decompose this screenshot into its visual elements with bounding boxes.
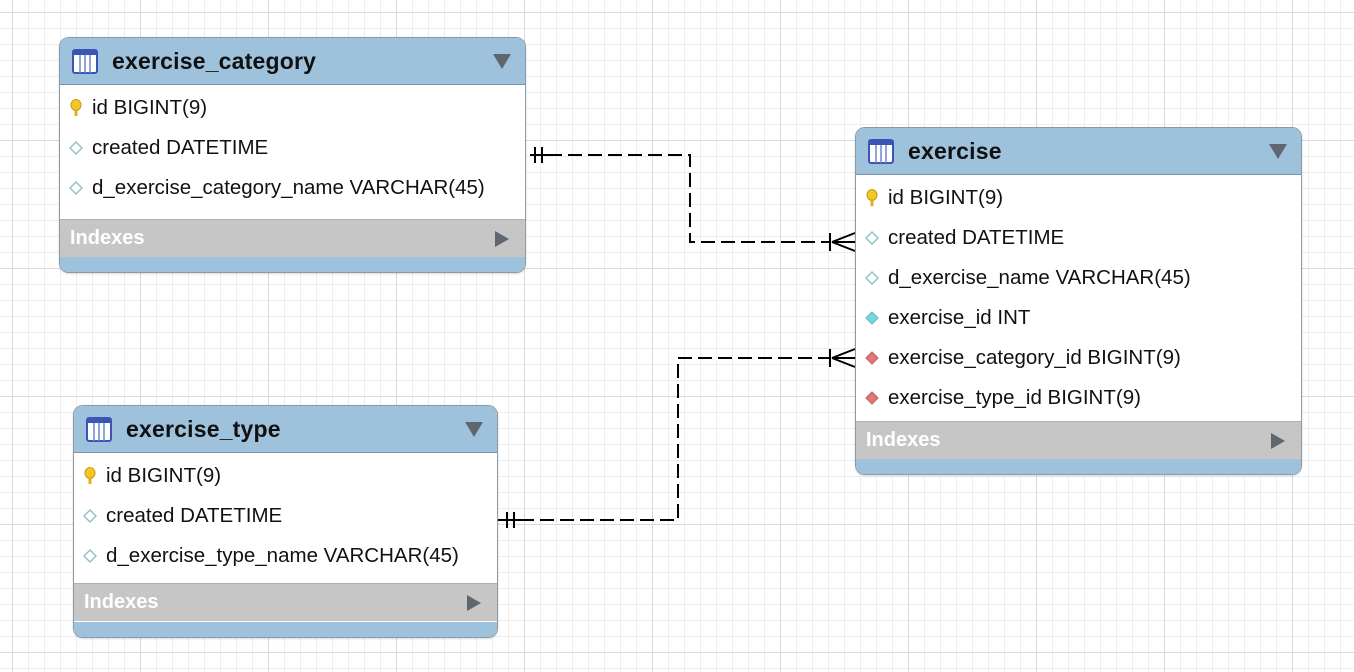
table-title: exercise_type [126, 415, 281, 442]
nullable-column-icon [69, 180, 83, 196]
primary-key-icon [70, 99, 82, 116]
column-label: created DATETIME [888, 226, 1065, 249]
nullable-column-icon [83, 548, 97, 564]
column-list: id BIGINT(9) created DATETIME d_exercise… [74, 453, 497, 576]
column-row[interactable]: exercise_id INT [856, 298, 1301, 338]
collapse-arrow-icon[interactable] [465, 422, 483, 437]
column-label: exercise_category_id BIGINT(9) [888, 346, 1181, 369]
crow-foot-marker [829, 232, 856, 252]
one-mandatory-marker [498, 512, 520, 528]
column-label: created DATETIME [92, 136, 269, 159]
column-row[interactable]: created DATETIME [74, 496, 497, 536]
expand-arrow-icon[interactable] [1271, 433, 1285, 449]
table-footer [60, 257, 525, 272]
column-label: exercise_id INT [888, 306, 1031, 329]
column-label: created DATETIME [106, 504, 283, 527]
table-header[interactable]: exercise [856, 128, 1301, 175]
column-row[interactable]: created DATETIME [856, 218, 1301, 258]
column-label: id BIGINT(9) [106, 464, 222, 487]
column-row[interactable]: d_exercise_name VARCHAR(45) [856, 258, 1301, 298]
crow-foot-marker [829, 348, 856, 368]
table-icon [72, 48, 98, 74]
column-row[interactable]: id BIGINT(9) [60, 88, 525, 128]
expand-arrow-icon[interactable] [495, 231, 509, 247]
expand-arrow-icon[interactable] [467, 595, 481, 611]
one-mandatory-marker [530, 147, 548, 163]
indexes-section[interactable]: Indexes [74, 583, 497, 621]
column-list: id BIGINT(9) created DATETIME d_exercise… [856, 175, 1301, 418]
table-title: exercise_category [112, 47, 317, 74]
table-footer [856, 459, 1301, 474]
column-row[interactable]: d_exercise_type_name VARCHAR(45) [74, 536, 497, 576]
table-title: exercise [908, 137, 1002, 164]
relationship-type-to-exercise[interactable] [498, 348, 856, 528]
nullable-column-icon [865, 270, 879, 286]
collapse-arrow-icon[interactable] [493, 54, 511, 69]
column-row[interactable]: created DATETIME [60, 128, 525, 168]
table-header[interactable]: exercise_category [60, 38, 525, 85]
indexes-label: Indexes [84, 591, 159, 613]
collapse-arrow-icon[interactable] [1269, 144, 1287, 159]
column-list: id BIGINT(9) created DATETIME d_exercise… [60, 85, 525, 208]
nullable-column-icon [865, 230, 879, 246]
table-footer [74, 622, 497, 637]
indexes-section[interactable]: Indexes [856, 421, 1301, 459]
column-row[interactable]: exercise_type_id BIGINT(9) [856, 378, 1301, 418]
column-label: id BIGINT(9) [888, 186, 1004, 209]
indexes-label: Indexes [70, 227, 145, 249]
column-row[interactable]: exercise_category_id BIGINT(9) [856, 338, 1301, 378]
column-row[interactable]: d_exercise_category_name VARCHAR(45) [60, 168, 525, 208]
table-exercise-type[interactable]: exercise_type id BIGINT(9) created DATET… [73, 405, 498, 638]
column-label: exercise_type_id BIGINT(9) [888, 386, 1141, 409]
primary-key-icon [84, 467, 96, 484]
indexes-section[interactable]: Indexes [60, 219, 525, 257]
nullable-column-icon [83, 508, 97, 524]
indexes-label: Indexes [866, 429, 941, 451]
column-row[interactable]: id BIGINT(9) [74, 456, 497, 496]
relationship-category-to-exercise[interactable] [530, 147, 856, 252]
table-exercise-category[interactable]: exercise_category id BIGINT(9) created D… [59, 37, 526, 273]
column-label: d_exercise_type_name VARCHAR(45) [106, 544, 459, 567]
table-icon [868, 138, 894, 164]
nullable-column-icon [69, 140, 83, 156]
column-label: d_exercise_category_name VARCHAR(45) [92, 176, 485, 199]
table-header[interactable]: exercise_type [74, 406, 497, 453]
foreign-key-icon [865, 351, 879, 365]
column-label: d_exercise_name VARCHAR(45) [888, 266, 1191, 289]
table-icon [86, 416, 112, 442]
not-null-column-icon [865, 311, 879, 325]
table-exercise[interactable]: exercise id BIGINT(9) created DATETIME [855, 127, 1302, 475]
primary-key-icon [866, 189, 878, 206]
column-label: id BIGINT(9) [92, 96, 208, 119]
column-row[interactable]: id BIGINT(9) [856, 178, 1301, 218]
foreign-key-icon [865, 391, 879, 405]
